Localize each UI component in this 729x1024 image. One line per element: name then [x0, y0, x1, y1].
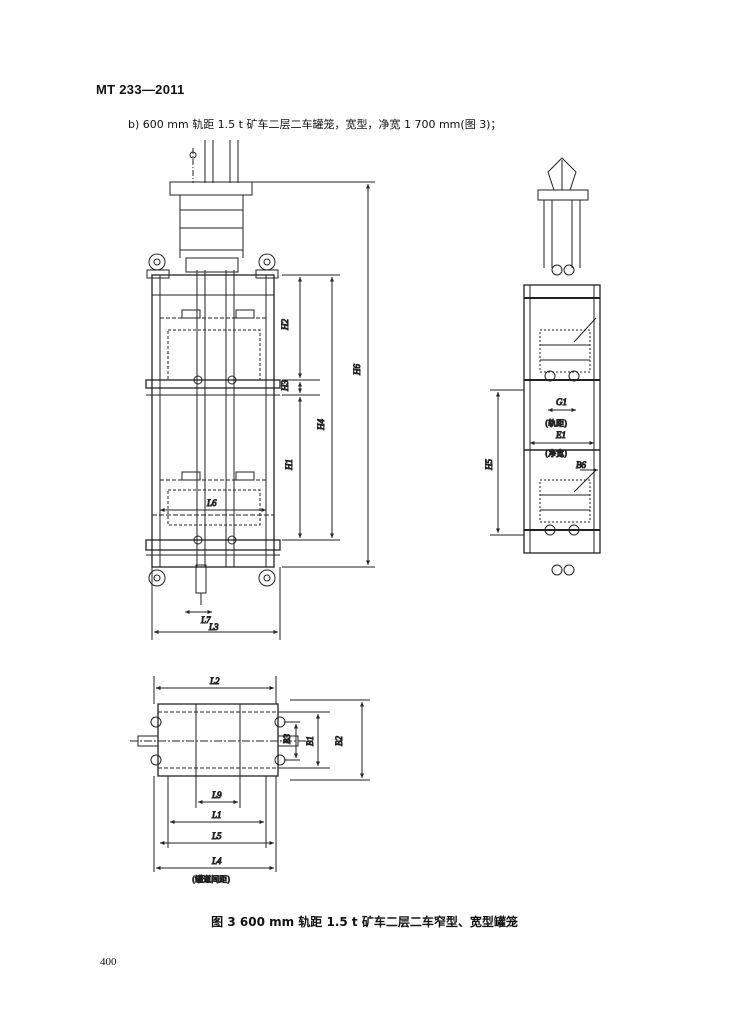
- label-L6: L6: [206, 498, 217, 508]
- front-view: [145, 140, 375, 640]
- label-L3: L3: [208, 622, 219, 632]
- label-G1: G1: [556, 397, 567, 407]
- label-guide-note: (罐道间距): [192, 874, 230, 884]
- standard-code: MT 233—2011: [96, 82, 185, 97]
- label-H4: H4: [316, 419, 326, 431]
- label-B3: B3: [282, 734, 292, 744]
- label-L2: L2: [209, 676, 220, 686]
- label-L5: L5: [211, 831, 222, 841]
- item-b-description: b) 600 mm 轨距 1.5 t 矿车二层二车罐笼，宽型，净宽 1 700 …: [128, 118, 502, 131]
- side-view: [490, 157, 601, 576]
- plan-view: [130, 676, 370, 872]
- label-L9: L9: [211, 790, 222, 800]
- label-H2: H2: [280, 319, 290, 331]
- label-H1: H1: [284, 459, 294, 471]
- label-H6: H6: [352, 364, 362, 376]
- page-number: 400: [100, 956, 117, 968]
- label-width-note: (净宽): [545, 448, 567, 458]
- figure-caption: 图 3 600 mm 轨距 1.5 t 矿车二层二车窄型、宽型罐笼: [211, 915, 518, 929]
- label-L7: L7: [200, 615, 211, 625]
- label-B6: B6: [576, 460, 586, 470]
- label-L4: L4: [211, 856, 222, 866]
- label-L1: L1: [211, 810, 222, 820]
- label-B2: B2: [334, 736, 344, 746]
- label-H3: H3: [280, 380, 290, 392]
- label-gauge-note: (轨距): [545, 418, 567, 428]
- label-H5: H5: [484, 459, 494, 471]
- label-E1: E1: [555, 430, 566, 440]
- label-B1: B1: [305, 736, 315, 746]
